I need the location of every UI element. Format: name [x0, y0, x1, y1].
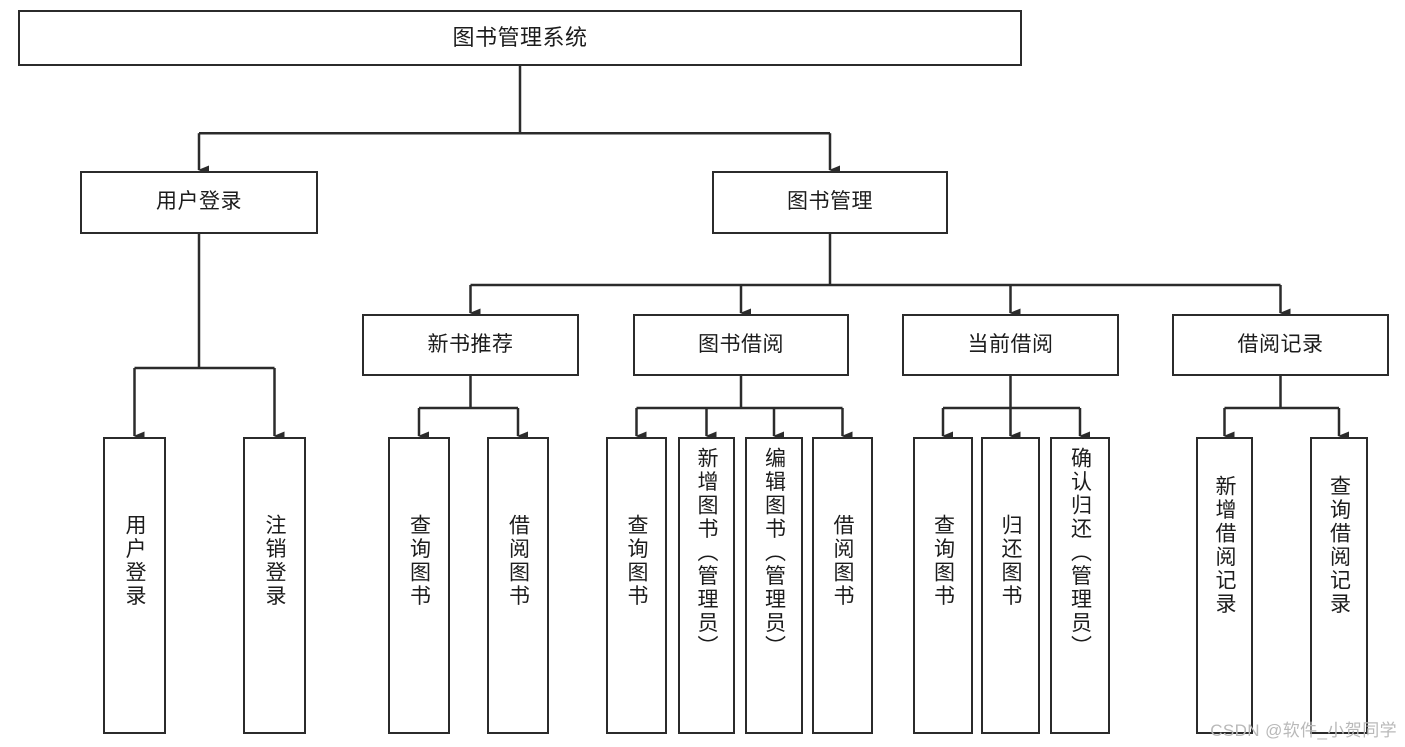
leaf-confirm-return-label: 确认归还（管理员）: [1068, 447, 1092, 659]
leaf-return-book-label: 归还图书: [999, 514, 1022, 608]
node-borrow-record[interactable]: 借阅记录: [1172, 314, 1389, 376]
leaf-query-record[interactable]: 查询借阅记录: [1310, 437, 1368, 734]
node-current-borrow-label: 当前借阅: [967, 332, 1054, 356]
node-new-book-recommend[interactable]: 新书推荐: [362, 314, 579, 376]
leaf-query-book-c[interactable]: 查询图书: [913, 437, 973, 734]
node-book-manage-label: 图书管理: [787, 190, 873, 214]
leaf-borrow-book-a[interactable]: 借阅图书: [487, 437, 549, 734]
leaf-logout-label: 注销登录: [263, 514, 286, 608]
leaf-borrow-book-b[interactable]: 借阅图书: [812, 437, 873, 734]
leaf-add-record[interactable]: 新增借阅记录: [1196, 437, 1253, 734]
leaf-query-book-a-label: 查询图书: [407, 514, 431, 608]
leaf-query-book-a[interactable]: 查询图书: [388, 437, 450, 734]
node-current-borrow[interactable]: 当前借阅: [902, 314, 1119, 376]
node-root[interactable]: 图书管理系统: [18, 10, 1022, 66]
node-root-label: 图书管理系统: [452, 25, 588, 51]
leaf-edit-book[interactable]: 编辑图书（管理员）: [745, 437, 803, 734]
leaf-borrow-book-a-label: 借阅图书: [506, 514, 530, 608]
leaf-query-record-label: 查询借阅记录: [1327, 475, 1351, 616]
leaf-borrow-book-b-label: 借阅图书: [831, 514, 854, 608]
node-new-book-recommend-label: 新书推荐: [427, 332, 514, 356]
node-borrow-record-label: 借阅记录: [1237, 332, 1324, 356]
node-book-manage[interactable]: 图书管理: [712, 171, 948, 234]
node-book-borrow[interactable]: 图书借阅: [633, 314, 849, 376]
leaf-query-book-b[interactable]: 查询图书: [606, 437, 667, 734]
leaf-add-book-label: 新增图书（管理员）: [695, 447, 718, 659]
leaf-return-book[interactable]: 归还图书: [981, 437, 1040, 734]
leaf-query-book-b-label: 查询图书: [625, 514, 648, 608]
leaf-user-login[interactable]: 用户登录: [103, 437, 166, 734]
node-user-login[interactable]: 用户登录: [80, 171, 318, 234]
leaf-add-book[interactable]: 新增图书（管理员）: [678, 437, 735, 734]
node-user-login-label: 用户登录: [156, 190, 242, 214]
watermark: CSDN @软件_小贺同学: [1210, 721, 1397, 740]
leaf-query-book-c-label: 查询图书: [931, 514, 955, 608]
leaf-add-record-label: 新增借阅记录: [1213, 475, 1236, 616]
leaf-user-login-label: 用户登录: [123, 514, 146, 608]
leaf-edit-book-label: 编辑图书（管理员）: [762, 447, 786, 659]
node-book-borrow-label: 图书借阅: [698, 332, 784, 356]
leaf-confirm-return[interactable]: 确认归还（管理员）: [1050, 437, 1110, 734]
leaf-logout[interactable]: 注销登录: [243, 437, 306, 734]
